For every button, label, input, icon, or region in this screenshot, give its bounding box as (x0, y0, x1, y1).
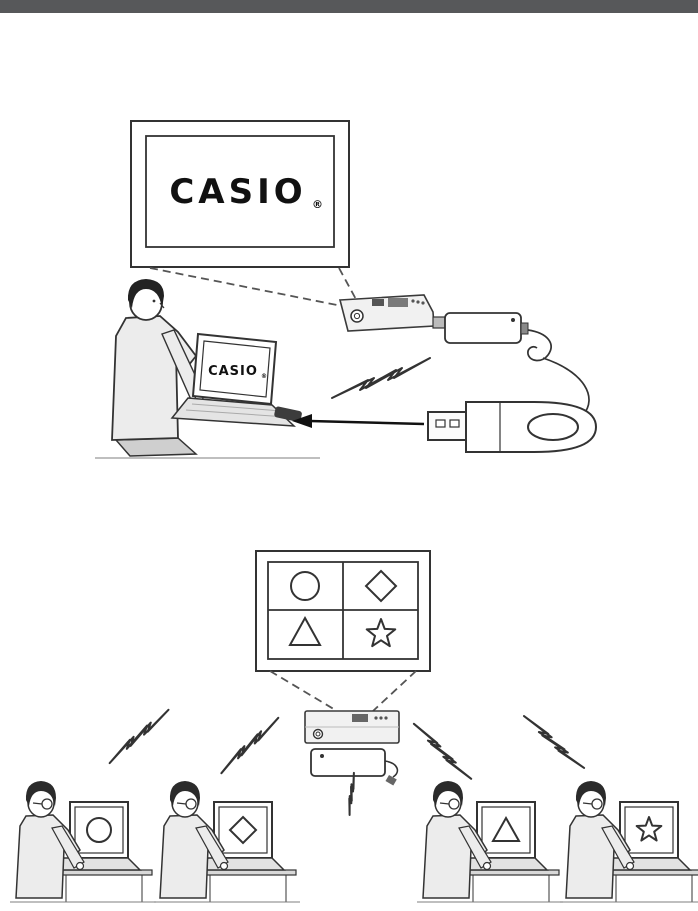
wireless-signal-icon (98, 709, 180, 764)
projection-beam-right (372, 670, 417, 712)
user-person-at-laptop-2 (153, 780, 301, 903)
laptop-logo: CASIO (208, 364, 258, 379)
projector-icon (304, 710, 400, 744)
wireless-signal-icon (335, 772, 369, 816)
usb-dongle-in-laptop (274, 406, 302, 422)
wireless-signal-icon (413, 710, 472, 792)
laptop-circle-shape (86, 817, 112, 843)
wireless-adapter-icon (310, 748, 399, 786)
laptop-registered-mark: ® (261, 373, 267, 380)
projection-beam-left (269, 670, 338, 712)
wireless-signal-icon (331, 357, 431, 399)
projector-icon (338, 294, 435, 332)
page-header-bar (0, 0, 698, 13)
quadrant-circle-shape (290, 571, 320, 601)
laptop-triangle-shape (491, 815, 521, 842)
user-person-at-laptop-3 (416, 780, 564, 903)
projection-beam-right (338, 267, 359, 304)
wireless-signal-icon (209, 717, 291, 774)
bottom-illustration (9, 550, 698, 903)
usb-wireless-adapter-icon (427, 401, 598, 453)
quad-projection-screen (255, 550, 431, 672)
projection-beam-left (149, 267, 348, 308)
quadrant-diamond-shape (364, 569, 398, 603)
projection-screen: CASIO ® (130, 120, 350, 268)
projected-logo: CASIO (169, 172, 306, 212)
connection-arrow-left-icon (292, 414, 425, 428)
wireless-adapter-icon (432, 312, 590, 416)
wireless-signal-icon (523, 701, 585, 783)
laptop-diamond-shape (228, 815, 258, 845)
presenter-laptop: CASIO ® (170, 332, 302, 427)
adapter-callout-curve (542, 357, 590, 416)
user-person-at-laptop-1 (9, 780, 157, 903)
registered-mark: ® (312, 198, 323, 211)
user-person-at-laptop-4 (559, 780, 698, 903)
quadrant-triangle-shape (288, 615, 322, 646)
top-illustration: CASIO ® (95, 120, 598, 459)
presenter-person-at-laptop: CASIO ® (95, 279, 320, 459)
